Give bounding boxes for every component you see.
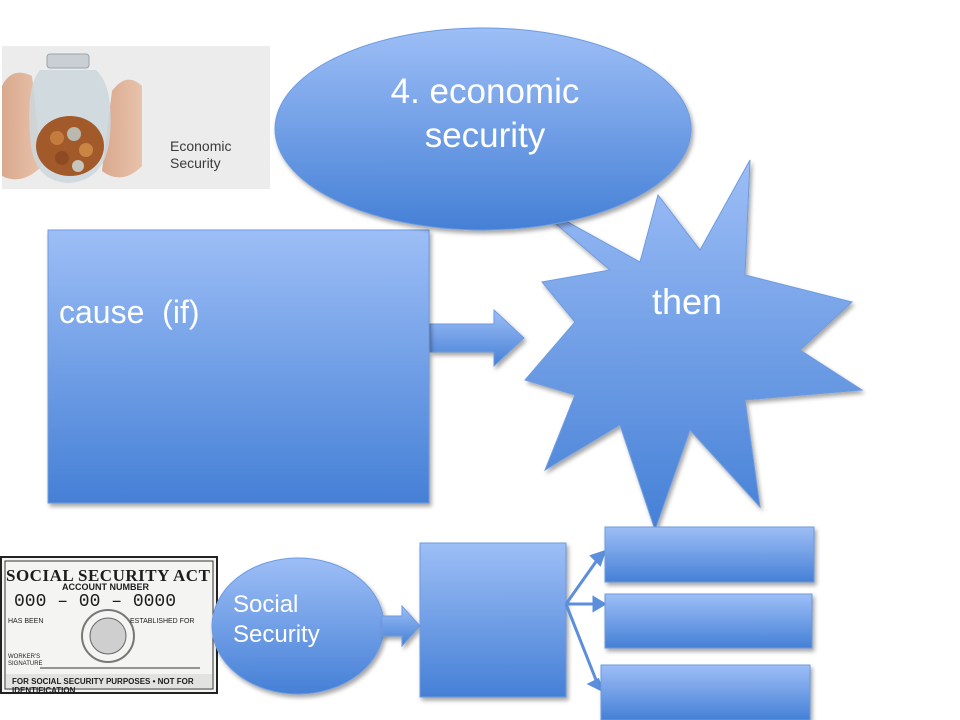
card-footer: FOR SOCIAL SECURITY PURPOSES • NOT FOR I… (12, 677, 194, 694)
title-ellipse-label: 4. economic security (390, 72, 580, 155)
seal-icon (81, 609, 135, 663)
card-background (0, 556, 218, 694)
cause-box-label: cause (if) (59, 294, 200, 330)
economic-security-photo: Economic Security (2, 46, 270, 189)
photo-caption: Economic Security (170, 138, 232, 171)
effect-box-1 (604, 526, 815, 583)
then-starburst (524, 159, 864, 532)
middle-box (419, 542, 567, 698)
card-number: 000 – 00 – 0000 (14, 592, 177, 612)
card-heading: SOCIAL SECURITY ACT (6, 566, 211, 585)
social-security-label: Social Security (233, 591, 320, 648)
then-label: then (652, 281, 723, 322)
card-established-for: ESTABLISHED FOR (130, 618, 195, 625)
effect-box-2 (604, 593, 813, 649)
branch-connectors (564, 549, 607, 694)
social-security-card-image: SOCIAL SECURITY ACT ACCOUNT NUMBER 000 –… (0, 556, 218, 694)
card-has-been: HAS BEEN (8, 618, 44, 625)
effect-box-3 (600, 664, 811, 720)
title-ellipse (274, 27, 692, 231)
card-signature-label: WORKER'S SIGNATURE (8, 654, 43, 667)
card-account-label: ACCOUNT NUMBER (62, 582, 149, 592)
cause-to-then-arrow (429, 308, 525, 368)
cause-box (47, 229, 430, 504)
jar-of-coins-illustration (2, 46, 270, 189)
ellipse-to-box-arrow (381, 604, 421, 648)
